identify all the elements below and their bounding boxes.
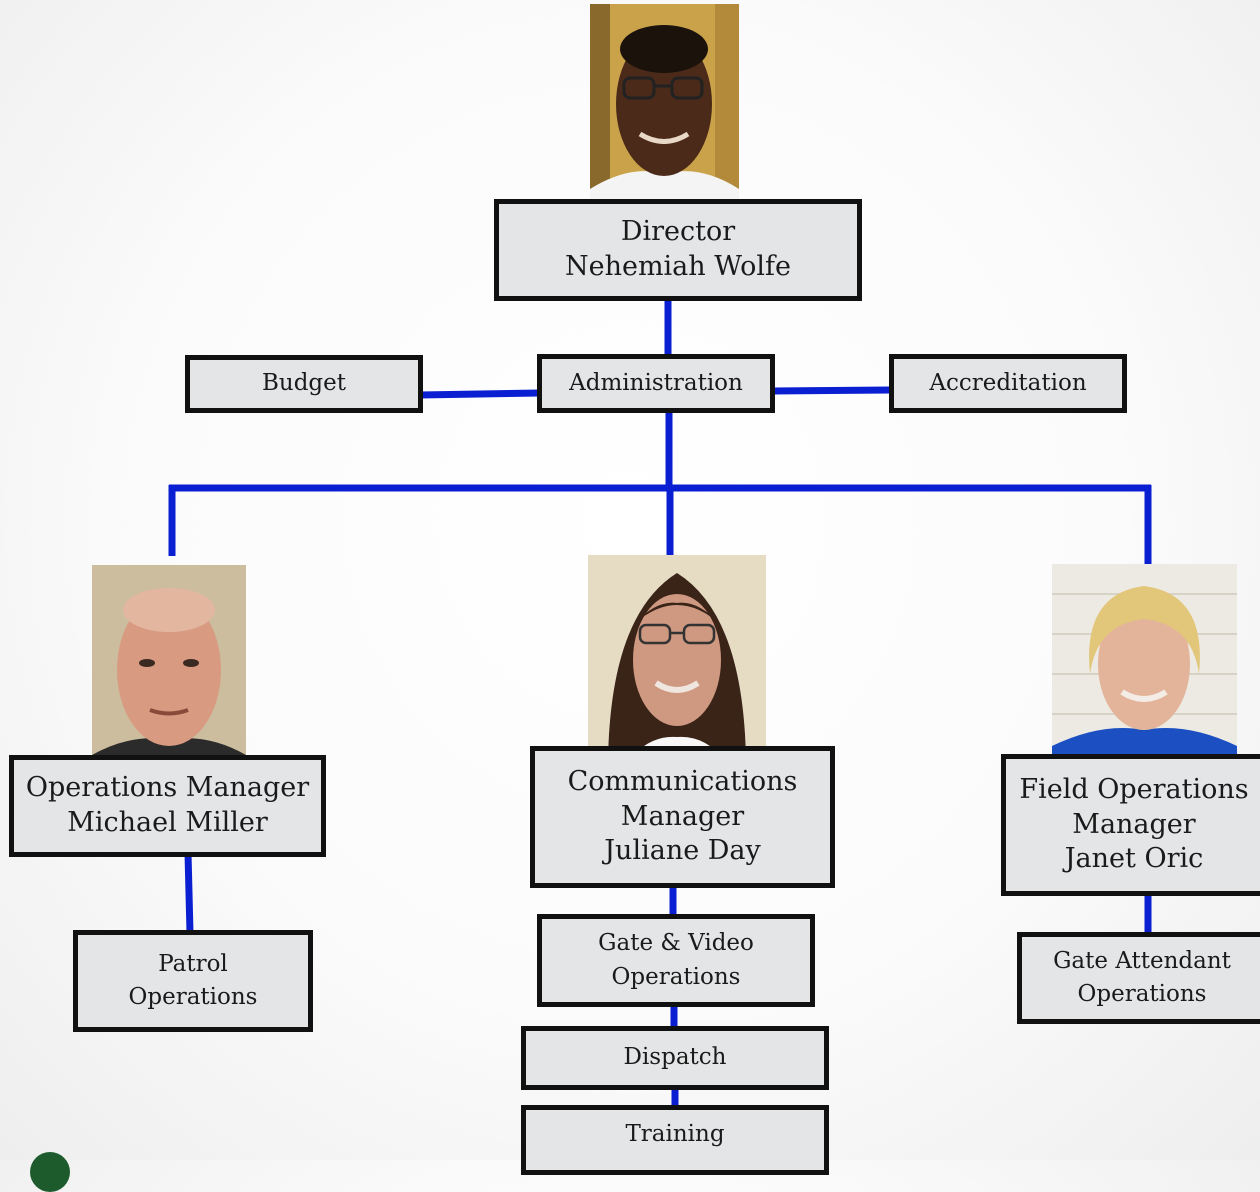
communications-manager-photo (588, 555, 766, 762)
gate-attendant-operations-line1: Gate Attendant (1053, 947, 1231, 974)
connector-ops-patrol (184, 852, 194, 934)
logo-mark (30, 1152, 70, 1192)
operations-manager-box: Operations Manager Michael Miller (9, 755, 326, 857)
gate-attendant-operations-box: Gate Attendant Operations (1017, 932, 1260, 1024)
accreditation-label: Accreditation (929, 369, 1087, 396)
operations-manager-photo (92, 565, 246, 768)
connector-budget-admin (419, 389, 541, 399)
director-box: Director Nehemiah Wolfe (494, 199, 862, 301)
gate-video-operations-line1: Gate & Video (598, 930, 754, 957)
communications-manager-box: Communications Manager Juliane Day (530, 746, 835, 888)
field-operations-manager-box: Field Operations Manager Janet Oric (1001, 754, 1260, 896)
dispatch-box: Dispatch (521, 1026, 829, 1090)
gate-video-operations-line2: Operations (611, 963, 741, 990)
operations-manager-title: Operations Manager (25, 772, 310, 804)
accreditation-box: Accreditation (889, 354, 1127, 413)
communications-manager-title-line1: Communications (567, 766, 798, 798)
administration-label: Administration (569, 369, 743, 396)
training-label: Training (625, 1121, 725, 1147)
field-operations-manager-photo (1052, 564, 1237, 766)
communications-manager-title-line2: Manager (620, 800, 745, 832)
operations-manager-name: Michael Miller (67, 807, 268, 838)
gate-attendant-operations-line2: Operations (1077, 981, 1207, 1007)
budget-label: Budget (261, 370, 346, 397)
field-operations-manager-title-line2: Manager (1072, 808, 1196, 840)
connector-admin-accreditation (771, 386, 893, 395)
patrol-operations-line1: Patrol (158, 950, 228, 977)
gate-video-operations-box: Gate & Video Operations (537, 914, 815, 1007)
administration-box: Administration (537, 354, 775, 413)
patrol-operations-line2: Operations (128, 984, 258, 1010)
field-operations-manager-name: Janet Oric (1064, 843, 1204, 875)
field-operations-manager-title-line1: Field Operations (1019, 774, 1249, 806)
director-title: Director (620, 216, 736, 248)
org-chart-connectors (168, 298, 1152, 1108)
communications-manager-name: Juliane Day (604, 835, 761, 867)
training-box: Training (521, 1105, 829, 1175)
director-name: Nehemiah Wolfe (564, 251, 792, 282)
budget-box: Budget (185, 355, 423, 413)
director-photo (590, 4, 739, 205)
patrol-operations-box: Patrol Operations (73, 930, 313, 1032)
dispatch-label: Dispatch (623, 1044, 727, 1071)
